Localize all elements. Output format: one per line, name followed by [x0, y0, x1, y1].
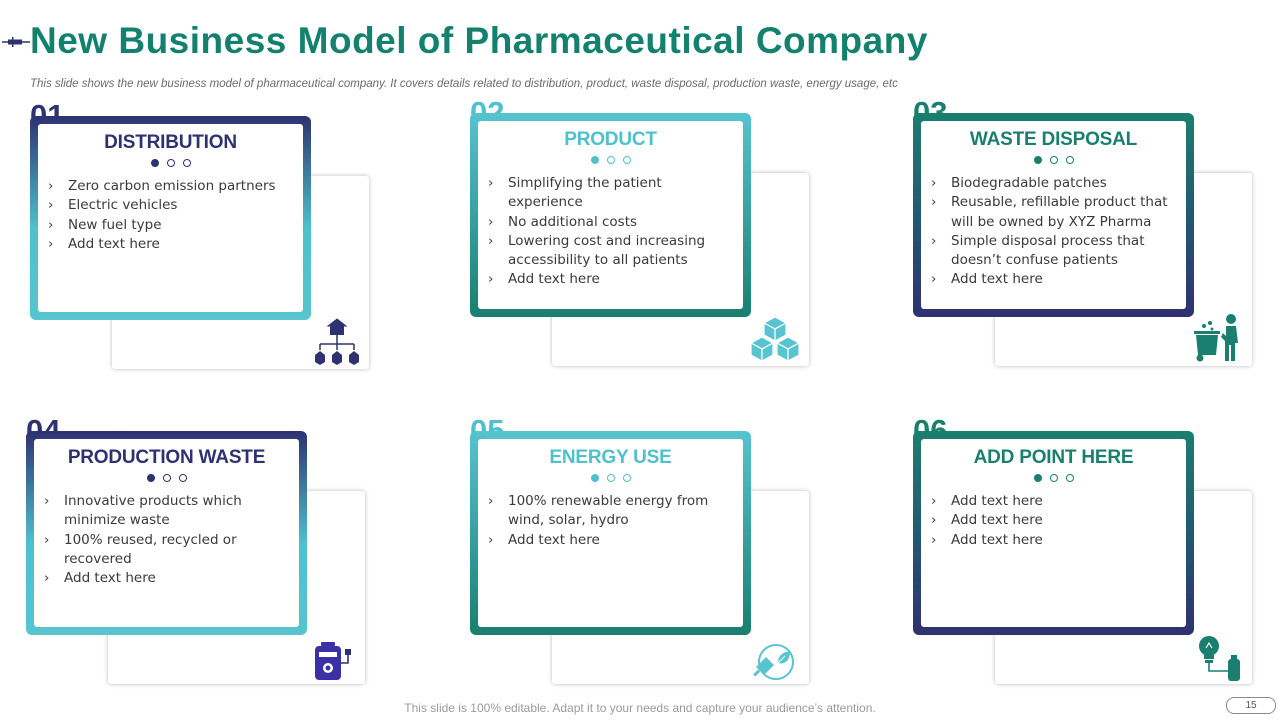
- bullet-list: Innovative products which minimize waste…: [44, 492, 289, 589]
- card-product: 02 PRODUCT Simplifying the patient exper…: [470, 97, 815, 378]
- bullet-list: Add text here Add text here Add text her…: [931, 492, 1176, 550]
- list-item: Add text here: [931, 492, 1176, 512]
- list-item: Add text here: [931, 531, 1176, 551]
- card-title: PRODUCT: [564, 129, 657, 150]
- list-item: 100% reused, recycled or recovered: [44, 531, 289, 570]
- bullet-list: Simplifying the patient experience No ad…: [488, 174, 733, 290]
- list-item: Biodegradable patches: [931, 174, 1176, 194]
- eco-plug-icon: [753, 644, 794, 680]
- list-item: Add text here: [488, 270, 733, 290]
- card-energy-use: 05 ENERGY USE 100% renewable energy from…: [470, 415, 815, 696]
- card-front-panel: PRODUCT Simplifying the patient experien…: [470, 113, 751, 317]
- card-title: PRODUCTION WASTE: [67, 447, 266, 468]
- battery-plug-icon: [315, 642, 351, 680]
- card-title: ADD POINT HERE: [973, 447, 1134, 468]
- dot-indicator: [931, 474, 1176, 482]
- list-item: Innovative products which minimize waste: [44, 492, 289, 531]
- card-front-panel: DISTRIBUTION Zero carbon emission partne…: [30, 116, 311, 320]
- stacked-boxes-icon: [749, 316, 801, 363]
- page-subtitle: This slide shows the new business model …: [30, 78, 898, 90]
- bullet-list: Zero carbon emission partners Electric v…: [48, 177, 293, 254]
- card-front-panel: ADD POINT HERE Add text here Add text he…: [913, 431, 1194, 635]
- bulb-gas-cylinder-icon: [1199, 636, 1240, 681]
- dot-indicator: [488, 474, 733, 482]
- card-title: ENERGY USE: [549, 447, 672, 468]
- footer-note: This slide is 100% editable. Adapt it to…: [404, 701, 876, 715]
- card-front-panel: PRODUCTION WASTE Innovative products whi…: [26, 431, 307, 635]
- card-front-panel: WASTE DISPOSAL Biodegradable patches Reu…: [913, 113, 1194, 317]
- person-trash-bin-icon: [1194, 314, 1238, 362]
- list-item: Add text here: [48, 235, 293, 255]
- list-item: Add text here: [44, 569, 289, 589]
- list-item: Add text here: [488, 531, 733, 551]
- card-title: DISTRIBUTION: [104, 132, 237, 153]
- list-item: Lowering cost and increasing accessibili…: [488, 232, 733, 271]
- list-item: 100% renewable energy from wind, solar, …: [488, 492, 733, 531]
- syringe-icon: [2, 37, 30, 47]
- warehouse-network-icon: [315, 318, 359, 365]
- dot-indicator: [931, 156, 1176, 164]
- card-add-point: 06 ADD POINT HERE Add text here Add text…: [913, 415, 1258, 696]
- page-number: 15: [1226, 697, 1276, 714]
- card-title: WASTE DISPOSAL: [969, 129, 1138, 150]
- card-production-waste: 04 PRODUCTION WASTE Innovative products …: [26, 415, 371, 696]
- list-item: New fuel type: [48, 216, 293, 236]
- list-item: Add text here: [931, 270, 1176, 290]
- page-title: New Business Model of Pharmaceutical Com…: [30, 20, 928, 61]
- bullet-list: 100% renewable energy from wind, solar, …: [488, 492, 733, 550]
- dot-indicator: [488, 156, 733, 164]
- card-waste-disposal: 03 WASTE DISPOSAL Biodegradable patches …: [913, 97, 1258, 378]
- list-item: Simplifying the patient experience: [488, 174, 733, 213]
- list-item: Add text here: [931, 511, 1176, 531]
- dot-indicator: [48, 159, 293, 167]
- list-item: No additional costs: [488, 213, 733, 233]
- bullet-list: Biodegradable patches Reusable, refillab…: [931, 174, 1176, 290]
- list-item: Zero carbon emission partners: [48, 177, 293, 197]
- dot-indicator: [44, 474, 289, 482]
- list-item: Simple disposal process that doesn’t con…: [931, 232, 1176, 271]
- list-item: Reusable, refillable product that will b…: [931, 193, 1176, 232]
- card-distribution: 01 DISTRIBUTION Zero carbon emission par…: [30, 100, 375, 381]
- card-front-panel: ENERGY USE 100% renewable energy from wi…: [470, 431, 751, 635]
- list-item: Electric vehicles: [48, 196, 293, 216]
